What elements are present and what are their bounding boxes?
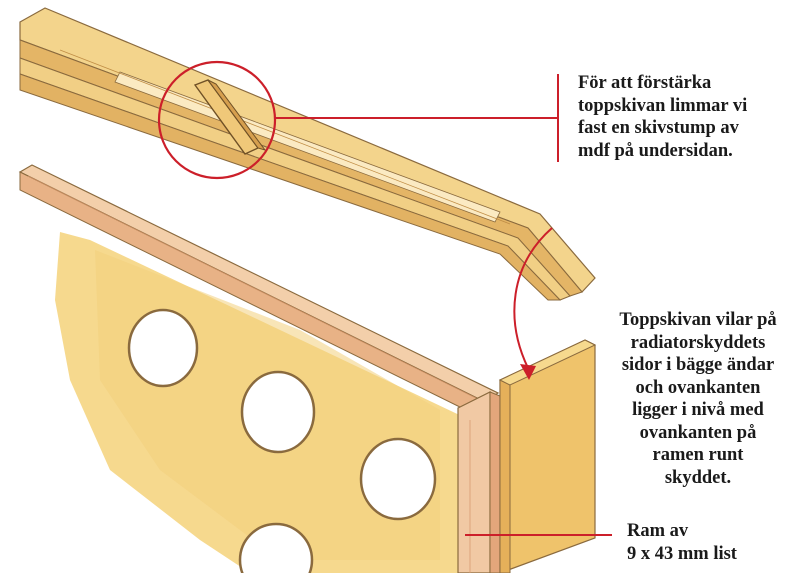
callout-line: Toppskivan vilar på	[619, 310, 777, 330]
reinforcement-piece	[193, 79, 267, 155]
hole-2	[240, 370, 316, 454]
arrow-head	[520, 364, 536, 380]
hole-4	[238, 522, 314, 578]
callout-line: Ram av	[627, 521, 689, 541]
callout-line: 9 x 43 mm list	[627, 543, 737, 564]
callout-line: skyddet.	[664, 467, 732, 488]
leader-lines	[274, 74, 612, 536]
hole-1	[127, 308, 199, 388]
callout-line: och ovankanten	[635, 377, 761, 398]
callout-line: ovankanten på	[639, 422, 757, 443]
curved-arrow	[513, 227, 553, 369]
callout-line: toppskivan limmar vi	[578, 95, 748, 116]
detail-circle	[157, 60, 277, 180]
callout-line: radiatorskyddets	[630, 332, 766, 353]
ventilation-holes	[127, 308, 437, 578]
callout-line: mdf på undersidan.	[578, 140, 733, 161]
end-board	[498, 339, 597, 574]
callout-reinforcement: För att förstärka toppskivan limmar vi f…	[578, 72, 747, 162]
callout-line: fast en skivstump av	[578, 118, 739, 138]
callout-top-board-rests: Toppskivan vilar på radiatorskyddets sid…	[598, 309, 798, 489]
callout-line: ligger i nivå med	[632, 400, 764, 420]
hole-3	[359, 437, 437, 521]
callout-line: För att förstärka	[578, 73, 712, 93]
callout-line: sidor i bägge ändar	[621, 355, 775, 375]
panel-frame-post	[457, 391, 501, 574]
callout-line: ramen runt	[652, 445, 744, 465]
callout-frame: Ram av 9 x 43 mm list	[627, 520, 737, 565]
